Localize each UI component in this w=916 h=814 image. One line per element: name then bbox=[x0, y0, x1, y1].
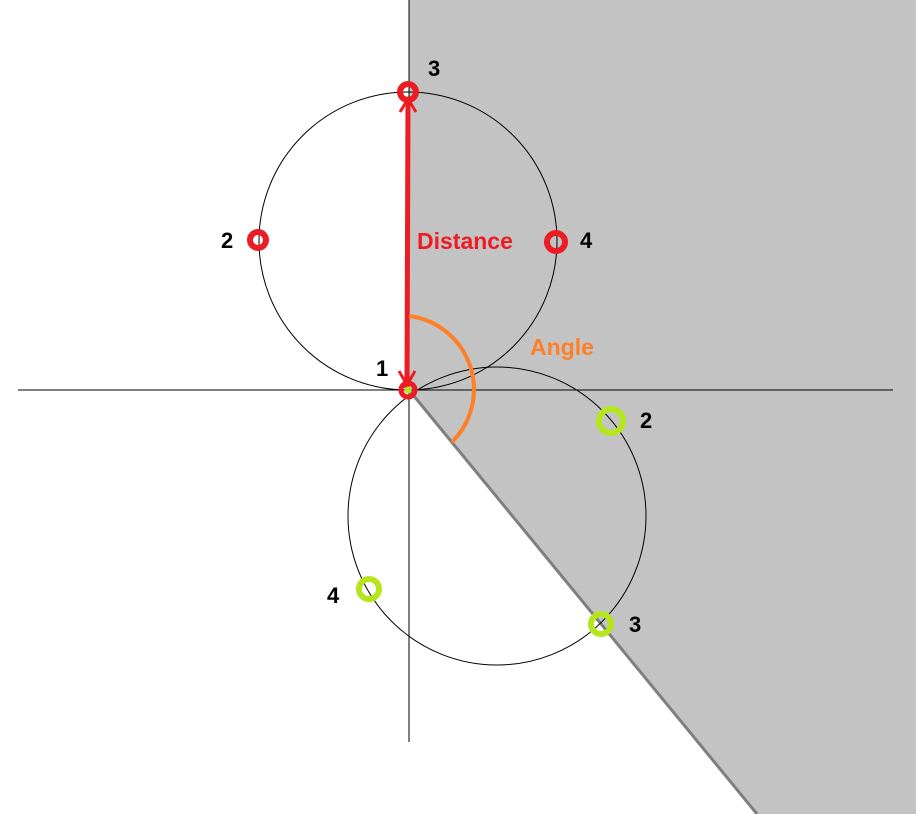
lower-point-3-label: 3 bbox=[629, 612, 641, 637]
red-marker-1 bbox=[398, 380, 418, 400]
lower-circle bbox=[347, 366, 647, 666]
red-marker-4 bbox=[544, 230, 568, 254]
green-marker-origin bbox=[404, 386, 412, 394]
angle-arc bbox=[408, 314, 476, 444]
upper-point-4-label: 4 bbox=[580, 228, 593, 253]
green-marker-4 bbox=[356, 576, 382, 602]
distance-arrow-shaft bbox=[404, 97, 411, 389]
lower-point-4-label: 4 bbox=[327, 583, 340, 608]
upper-point-2-label: 2 bbox=[221, 228, 233, 253]
angle-label: Angle bbox=[530, 334, 594, 360]
distance-label: Distance bbox=[417, 228, 513, 254]
shaded-region bbox=[409, 0, 916, 814]
upper-point-3-label: 3 bbox=[428, 56, 440, 81]
green-marker-2 bbox=[596, 406, 626, 436]
lower-point-2-label: 2 bbox=[640, 408, 652, 433]
green-marker-3 bbox=[588, 611, 614, 637]
shaded-region-edge bbox=[407, 389, 759, 814]
red-marker-2 bbox=[247, 229, 269, 251]
upper-point-1-label: 1 bbox=[376, 356, 388, 381]
red-marker-3 bbox=[397, 81, 419, 103]
